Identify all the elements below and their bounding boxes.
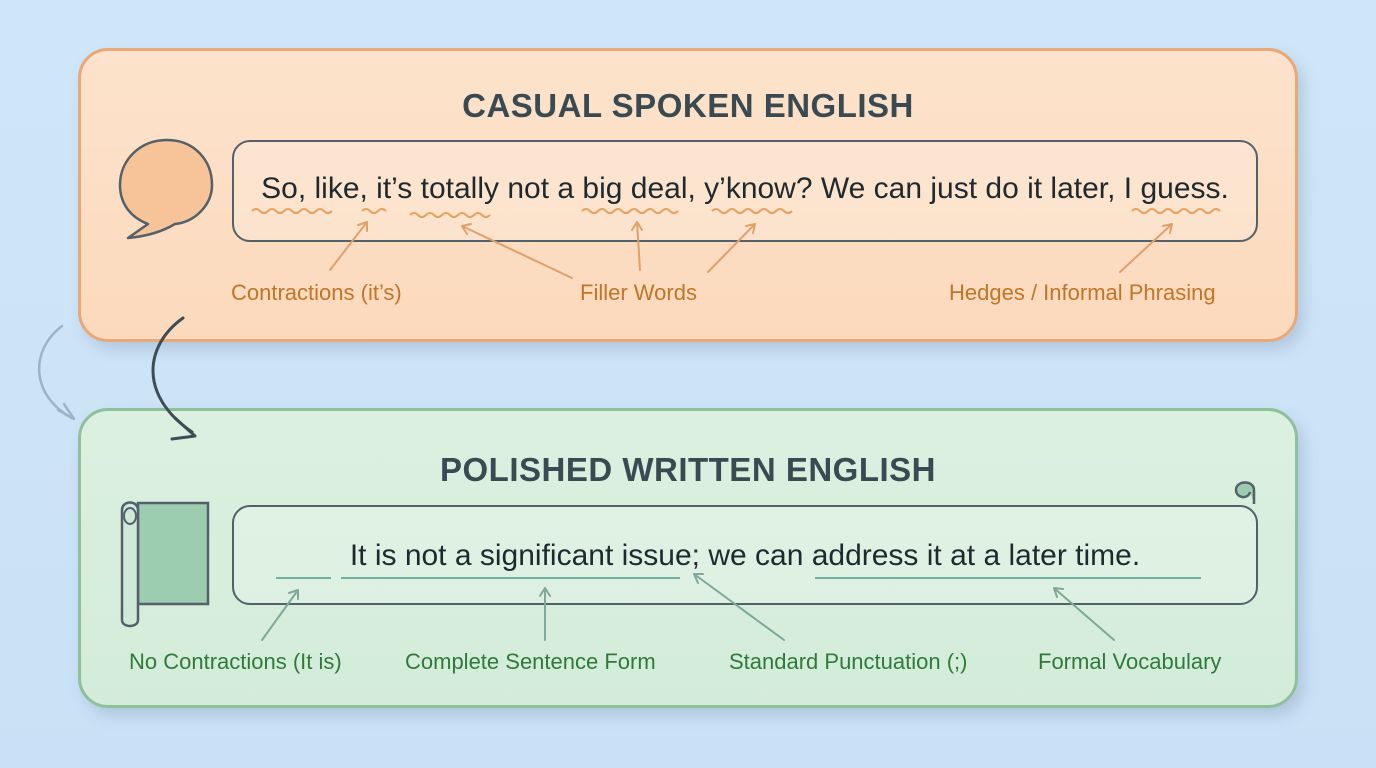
arrow-hedges xyxy=(1119,223,1173,273)
scroll-icon xyxy=(120,501,210,628)
polished-pointer-arrows xyxy=(261,573,1115,641)
arrow-vocabulary xyxy=(1053,587,1115,641)
label-standard-punctuation: Standard Punctuation (;) xyxy=(729,649,968,674)
polished-sentence-box: It is not a significant issue; we can ad… xyxy=(232,505,1258,605)
wavy-underline-big-deal xyxy=(581,208,679,214)
arrow-filler-2 xyxy=(631,221,643,271)
wavy-underline-yknow xyxy=(711,208,793,214)
wavy-underline-so-like xyxy=(251,208,333,214)
label-hedges: Hedges / Informal Phrasing xyxy=(949,280,1216,305)
faint-curved-arrow-icon xyxy=(38,324,74,420)
arrow-filler-3 xyxy=(707,223,756,273)
casual-sentence-box: So, like, it’s totally not a big deal, y… xyxy=(232,140,1258,242)
wavy-underline-i-guess xyxy=(1131,208,1221,214)
label-formal-vocabulary: Formal Vocabulary xyxy=(1038,649,1222,674)
casual-wavy-underlines xyxy=(251,208,1221,218)
wavy-underline-totally xyxy=(409,212,491,218)
arrow-punctuation xyxy=(693,573,785,641)
arrow-complete-sentence xyxy=(539,587,551,641)
wavy-underline-its xyxy=(361,208,387,214)
casual-sentence: So, like, it’s totally not a big deal, y… xyxy=(261,172,1229,205)
speech-bubble-icon xyxy=(118,138,214,240)
casual-english-panel: CASUAL SPOKEN ENGLISH So, like, it’s tot… xyxy=(78,48,1298,342)
scroll-curl-icon xyxy=(1234,481,1256,504)
label-contractions: Contractions (it’s) xyxy=(231,280,402,305)
casual-pointer-arrows xyxy=(329,221,1173,279)
label-complete-sentence: Complete Sentence Form xyxy=(405,649,656,674)
arrow-no-contractions xyxy=(261,589,299,641)
curved-arrow-down-icon xyxy=(151,316,197,441)
arrow-contractions xyxy=(329,221,368,271)
polished-sentence: It is not a significant issue; we can ad… xyxy=(349,539,1141,572)
arrow-filler-1 xyxy=(461,223,573,279)
casual-panel-title: CASUAL SPOKEN ENGLISH xyxy=(462,87,914,124)
label-filler-words: Filler Words xyxy=(580,280,697,305)
label-no-contractions: No Contractions (It is) xyxy=(129,649,342,674)
polished-panel-title: POLISHED WRITTEN ENGLISH xyxy=(439,451,936,488)
polished-english-panel: POLISHED WRITTEN ENGLISH It is not a sig… xyxy=(78,408,1298,708)
